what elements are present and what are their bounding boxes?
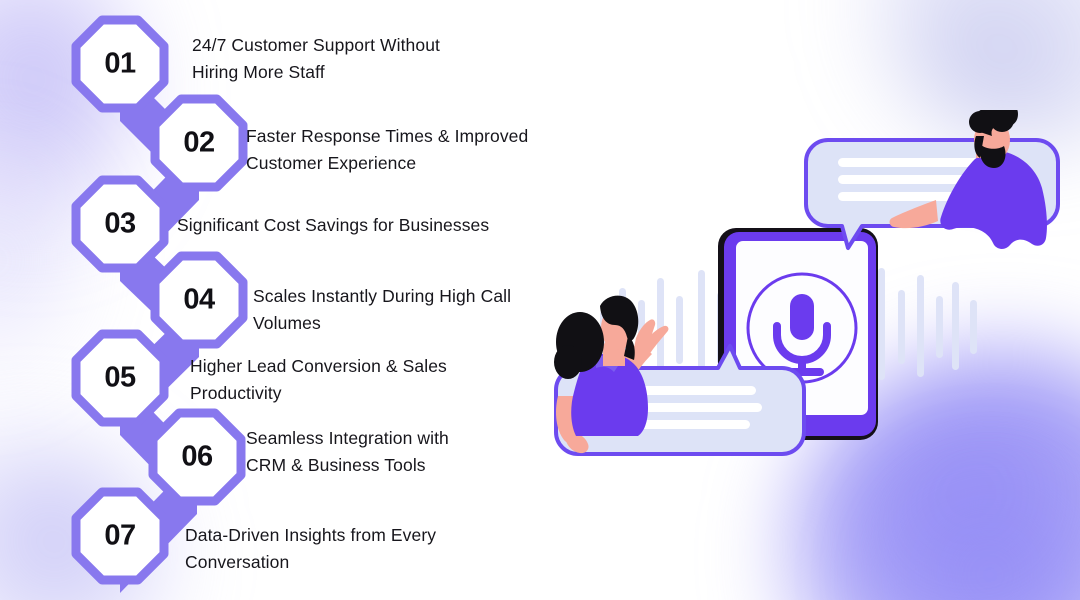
step-chain-graphic: [71, 15, 248, 593]
step-text-06: Seamless Integration with CRM & Business…: [246, 428, 449, 475]
step-number-05: 05: [104, 361, 136, 394]
steps-list: 01 02 03 04 05 06 07 24/7 Customer Suppo…: [71, 15, 529, 593]
person-female-bottom-left: [554, 295, 669, 454]
bubble-text-line: [624, 420, 750, 429]
step-text-07: Data-Driven Insights from Every Conversa…: [185, 525, 437, 572]
step-text-01: 24/7 Customer Support Without Hiring Mor…: [192, 35, 441, 82]
step-badge-03[interactable]: [71, 175, 169, 273]
bubble-text-line: [838, 192, 976, 201]
step-badge-02[interactable]: [150, 94, 248, 192]
step-number-07: 07: [104, 519, 136, 552]
step-badge-05[interactable]: [71, 329, 169, 427]
step-text-04: Scales Instantly During High Call Volume…: [253, 286, 512, 333]
step-badge-07[interactable]: [71, 487, 169, 585]
step-badge-01[interactable]: [71, 15, 169, 113]
bubble-text-line: [612, 403, 762, 412]
sound-wave-bars-right: [858, 268, 977, 380]
bubble-text-line: [838, 158, 996, 167]
voice-assistant-illustration: [540, 100, 1080, 490]
step-number-06: 06: [181, 440, 213, 473]
step-badge-06[interactable]: [148, 408, 246, 506]
step-badge-04[interactable]: [150, 251, 248, 349]
step-number-03: 03: [104, 207, 136, 240]
step-text-02: Faster Response Times & Improved Custome…: [246, 126, 529, 173]
step-badges: [71, 15, 248, 585]
person-male-top-right: [889, 100, 1047, 249]
step-text-05: Higher Lead Conversion & Sales Productiv…: [190, 356, 447, 403]
bubble-text-line: [624, 386, 756, 395]
step-number-01: 01: [104, 47, 136, 80]
step-text-03: Significant Cost Savings for Businesses: [177, 215, 490, 235]
step-number-02: 02: [183, 126, 215, 159]
step-number-04: 04: [183, 283, 215, 316]
